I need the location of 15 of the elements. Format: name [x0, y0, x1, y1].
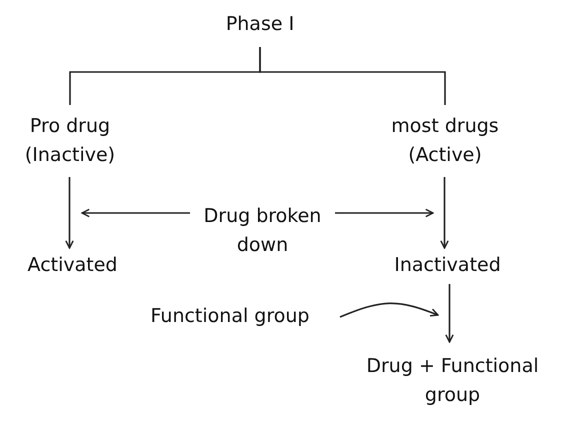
bracket-line: [259, 47, 446, 105]
node-label: most drugs (Active): [390, 114, 500, 168]
node-label: Pro drug (Inactive): [24, 114, 116, 168]
node-label: Activated: [28, 253, 118, 278]
node-label: Drug + Functional group: [365, 354, 540, 408]
arrow: [340, 302, 439, 318]
node-label: Inactivated: [394, 253, 501, 278]
arrow: [65, 177, 74, 249]
arrow: [445, 284, 454, 343]
arrow: [440, 177, 449, 249]
arrow: [335, 208, 434, 218]
arrow: [81, 208, 190, 218]
heading: Phase I: [226, 12, 294, 38]
node-label: Functional group: [150, 304, 310, 330]
node-label: Drug broken down: [202, 204, 322, 258]
